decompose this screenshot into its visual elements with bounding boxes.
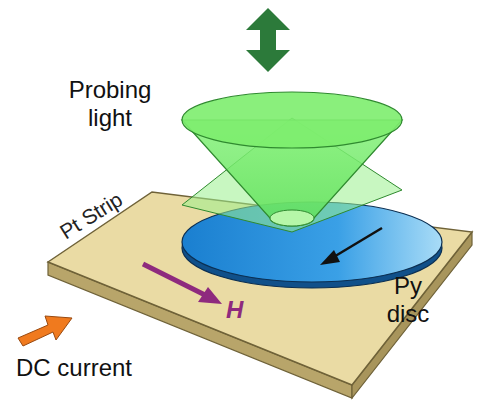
field-arrowhead	[198, 287, 222, 304]
cone-top	[182, 92, 402, 148]
disc-label: Py disc	[372, 272, 444, 327]
leader-arrowhead	[320, 250, 340, 265]
field-arrow	[143, 264, 205, 295]
current-arrow	[18, 316, 72, 346]
leader-line	[332, 228, 382, 258]
polarization-arrow	[246, 8, 290, 72]
light-label: Probing light	[52, 76, 168, 131]
field-label: H	[226, 296, 256, 324]
current-label: DC current	[16, 354, 166, 382]
light-spot	[270, 210, 314, 226]
